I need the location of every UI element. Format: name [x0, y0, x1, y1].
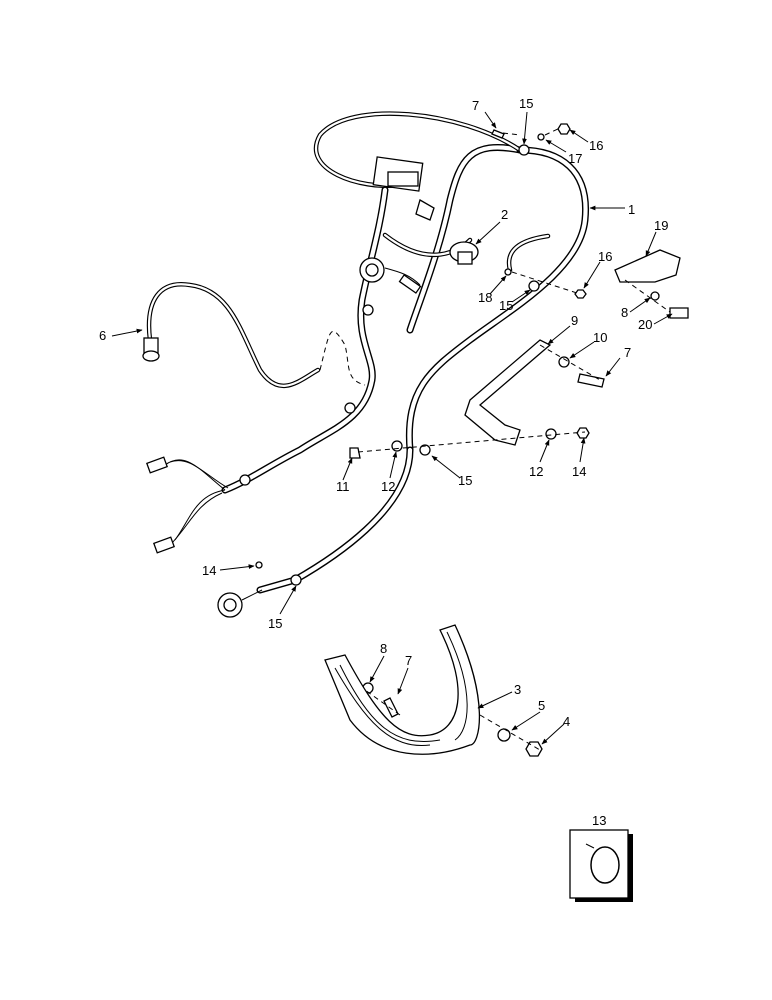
relay-block [372, 156, 435, 221]
callout-8: 8 [621, 305, 628, 320]
callout-15: 15 [499, 298, 513, 313]
callout-16: 16 [589, 138, 603, 153]
leaders [111, 111, 673, 745]
callout-15: 15 [268, 616, 282, 631]
bracket-19 [614, 249, 681, 283]
callout-15: 15 [458, 473, 472, 488]
clamp-ring-icon [590, 846, 620, 884]
bracket-9 [464, 339, 552, 446]
hardware-dashes [329, 127, 671, 751]
callout-12: 12 [529, 464, 543, 479]
callout-9: 9 [571, 313, 578, 328]
inset-box-13 [569, 829, 633, 902]
callout-7: 7 [405, 653, 412, 668]
callout-7: 7 [624, 345, 631, 360]
callout-11: 11 [336, 479, 350, 494]
callout-15: 15 [519, 96, 533, 111]
ground-strap-3 [324, 624, 481, 755]
callout-8: 8 [380, 641, 387, 656]
round-connector-lower [217, 589, 263, 618]
callout-1: 1 [628, 202, 635, 217]
callout-13: 13 [592, 813, 606, 828]
round-connector-upper [359, 257, 422, 294]
spade-connectors [145, 456, 176, 554]
callout-4: 4 [563, 714, 570, 729]
callout-16: 16 [598, 249, 612, 264]
callout-14: 14 [572, 464, 586, 479]
callout-labels: 7 15 16 17 1 2 19 16 18 15 8 20 6 9 10 7… [99, 96, 668, 828]
callout-10: 10 [593, 330, 607, 345]
sensor-plug [142, 337, 160, 362]
callout-20: 20 [638, 317, 652, 332]
callout-2: 2 [501, 207, 508, 222]
main-harness [146, 111, 590, 594]
callout-6: 6 [99, 328, 106, 343]
harness-clips [239, 144, 540, 586]
callout-12: 12 [381, 479, 395, 494]
callout-7: 7 [472, 98, 479, 113]
callout-5: 5 [538, 698, 545, 713]
hardware [255, 123, 689, 757]
callout-14: 14 [202, 563, 216, 578]
callout-3: 3 [514, 682, 521, 697]
callout-19: 19 [654, 218, 668, 233]
callout-18: 18 [478, 290, 492, 305]
pressure-switch [449, 241, 479, 265]
callout-17: 17 [568, 151, 582, 166]
